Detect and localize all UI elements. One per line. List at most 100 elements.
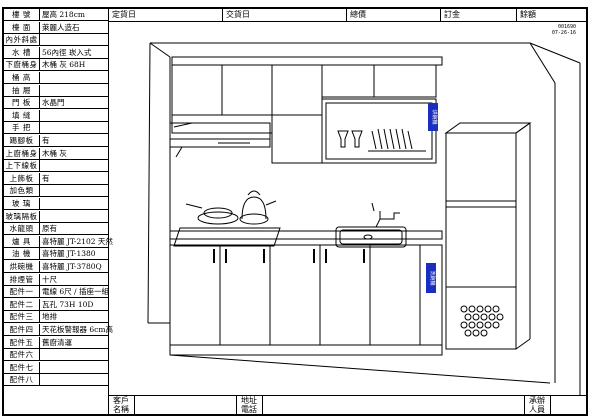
handler-field[interactable] [550, 396, 590, 414]
spec-label: 下廚桶身 [4, 59, 40, 71]
spec-value: 56內徑 崁入式 [42, 47, 92, 57]
document-date: 07-26-16 [551, 30, 576, 36]
balance-label: 餘額 [520, 10, 536, 19]
spec-row[interactable]: 玻璃隔板 [4, 210, 108, 223]
spec-label: 踢腳板 [4, 135, 40, 146]
spec-value: 電線 6尺 / 插座一組 [42, 287, 109, 297]
footer-row: 客戶名稱 地址電話 承辦人員 [108, 395, 586, 414]
spec-row[interactable]: 爐 具喜特麗 JT-2102 天然 [4, 235, 113, 248]
spec-label: 配件七 [4, 361, 40, 373]
spec-row[interactable]: 填 縫 [4, 109, 108, 122]
upper-cabinet-door-3 [271, 64, 323, 116]
gas-stove [173, 190, 281, 247]
spec-value: 有 [42, 136, 50, 145]
spec-row[interactable]: 上下線板 [4, 160, 108, 173]
balance-cell[interactable]: 餘額 [516, 9, 592, 21]
spec-label: 配件三 [4, 311, 40, 323]
spec-row[interactable]: 內外斜處 [4, 34, 108, 47]
spec-row[interactable]: 配件八 [4, 374, 108, 387]
address-phone-field[interactable] [262, 396, 524, 414]
spec-row[interactable]: 配件七 [4, 361, 108, 374]
faucet-icon [371, 202, 400, 228]
spec-row[interactable]: 下廚桶身木桶 灰 68H [4, 59, 108, 72]
customer-name-label-cell: 客戶名稱 [108, 396, 134, 414]
spec-row[interactable]: 門 板水晶門 [4, 97, 108, 110]
spec-row[interactable]: 桶 高 [4, 72, 108, 84]
kettle-icon [239, 213, 269, 225]
spec-label: 加色類 [4, 185, 40, 197]
spec-row[interactable]: 配件一電線 6尺 / 插座一組 [4, 286, 109, 299]
delivery-date-label: 交貨日 [226, 10, 250, 19]
sink [335, 226, 407, 248]
spec-row[interactable]: 上飾板有 [4, 172, 108, 185]
spec-label: 填 縫 [4, 109, 40, 121]
spec-value: 瓦孔 73H 10D [42, 299, 94, 309]
spec-label: 油 機 [4, 248, 40, 260]
spec-value: 喜特麗 JT-2102 天然 [42, 236, 113, 246]
spec-value: 地排 [42, 312, 57, 322]
spec-row[interactable]: 配件六 [4, 349, 108, 362]
spec-row[interactable]: 加色類 [4, 185, 108, 198]
spec-label: 配件四 [4, 324, 40, 335]
total-price-label: 總價 [350, 10, 366, 19]
spec-row[interactable]: 配件四天花板警報器 6cm高 [4, 324, 113, 336]
spec-label: 門 板 [4, 97, 40, 109]
spec-label: 上廚桶身 [4, 147, 40, 159]
spec-row[interactable]: 配件三地排 [4, 311, 108, 324]
handler-label-cell: 承辦人員 [524, 396, 550, 414]
spec-row[interactable]: 踢腳板有 [4, 135, 108, 147]
order-date-cell[interactable]: 定貨日 [108, 9, 222, 21]
upper-cabinet-door-4 [321, 64, 375, 98]
range-hood [169, 122, 271, 158]
spec-row[interactable]: 上廚桶身木桶 灰 [4, 147, 108, 160]
spec-row[interactable]: 水龍頭原有 [4, 223, 108, 236]
header-row: 定貨日 交貨日 總價 訂金 餘額 [108, 9, 586, 22]
spec-label: 排煙管 [4, 273, 40, 285]
deposit-cell[interactable]: 訂金 [440, 9, 516, 21]
spec-row[interactable]: 油 機喜特麗 JT-1380 [4, 248, 108, 261]
spec-value: 萊麗人造石 [42, 22, 80, 32]
address-phone-label: 地址電話 [241, 396, 257, 414]
upper-cabinets: 烘碗機 [171, 56, 443, 164]
spec-value: 天花板警報器 6cm高 [42, 325, 113, 334]
spec-row[interactable]: 手 把 [4, 122, 108, 135]
spec-label: 檯 面 [4, 21, 40, 33]
spec-label: 水 槽 [4, 46, 40, 58]
spec-label: 烘碗機 [4, 261, 40, 272]
refrigerator-vent-grille [460, 305, 504, 337]
spec-label: 配件八 [4, 374, 40, 386]
spec-label: 上飾板 [4, 172, 40, 184]
spec-value: 木桶 灰 68H [42, 60, 86, 70]
customer-name-field[interactable] [134, 396, 236, 414]
svg-text:洗碗機: 洗碗機 [429, 270, 436, 285]
total-price-cell[interactable]: 總價 [346, 9, 440, 21]
kitchen-drawing: 烘碗機 [147, 42, 581, 395]
spec-row[interactable]: 排煙管十尺 [4, 273, 108, 286]
spec-label: 樓 號 [4, 9, 40, 20]
spec-row[interactable]: 烘碗機喜特麗 JT-3780Q [4, 261, 108, 273]
spec-row[interactable]: 抽 屜 [4, 84, 108, 97]
upper-cabinet-door-1 [171, 64, 223, 116]
cabinet-tag-lower: 洗碗機 [426, 263, 436, 293]
document-code: 001690 07-26-16 [552, 24, 576, 36]
refrigerator [444, 122, 532, 350]
spec-value: 喜特麗 JT-3780Q [42, 262, 102, 271]
spec-value: 木桶 灰 [42, 148, 67, 158]
spec-row[interactable]: 配件五舊廚清運 [4, 336, 108, 349]
delivery-date-cell[interactable]: 交貨日 [222, 9, 346, 21]
base-cabinets: 洗碗機 [169, 226, 443, 356]
upper-cabinet-door-5 [373, 64, 437, 98]
spec-row[interactable]: 配件二瓦孔 73H 10D [4, 298, 108, 311]
spec-value: 舊廚清運 [42, 337, 72, 347]
spec-row[interactable]: 玻 璃 [4, 198, 108, 210]
spec-row[interactable]: 檯 面萊麗人造石 [4, 21, 108, 34]
spec-label: 爐 具 [4, 235, 40, 247]
spec-row[interactable]: 樓 號屋高 218cm [4, 9, 108, 21]
spec-value: 十尺 [42, 274, 57, 284]
spec-label: 配件一 [4, 286, 40, 298]
room-walls [147, 42, 581, 395]
cabinet-tag-upper: 烘碗機 [428, 103, 438, 131]
